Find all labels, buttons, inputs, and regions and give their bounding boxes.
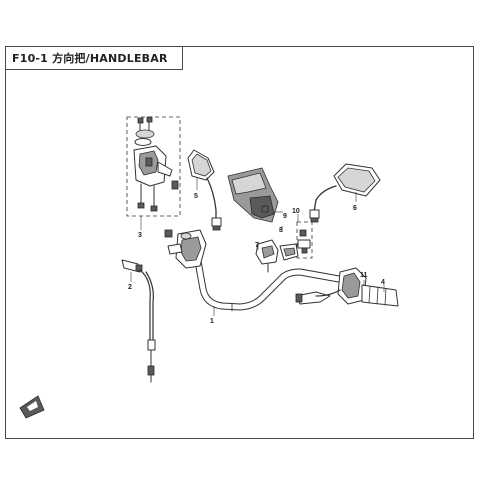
callout-7: 7 bbox=[255, 242, 259, 249]
title-box: F10-1 方向把/HANDLEBAR bbox=[5, 46, 183, 70]
right-switch-and-grip bbox=[295, 267, 399, 307]
left-switch-assembly bbox=[126, 116, 181, 226]
callout-10: 10 bbox=[292, 208, 300, 215]
callout-6: 6 bbox=[353, 205, 357, 212]
brake-switch bbox=[255, 239, 279, 273]
diagram-frame bbox=[5, 46, 474, 439]
left-mirror bbox=[187, 149, 222, 231]
left-lever-bracket bbox=[164, 229, 207, 269]
clamp-bracket bbox=[279, 221, 313, 261]
hand-guard bbox=[227, 167, 283, 223]
callout-11: 11 bbox=[360, 272, 368, 279]
page-title: F10-1 方向把/HANDLEBAR bbox=[12, 52, 168, 65]
throttle-cable bbox=[121, 259, 156, 383]
callout-5: 5 bbox=[194, 193, 198, 200]
handlebar-tube bbox=[192, 246, 354, 312]
callout-3: 3 bbox=[138, 232, 142, 239]
callout-9: 9 bbox=[283, 213, 287, 220]
callout-8: 8 bbox=[279, 227, 283, 234]
callout-2: 2 bbox=[128, 284, 132, 291]
front-direction-arrow-badge bbox=[19, 395, 45, 419]
callout-4: 4 bbox=[381, 279, 385, 286]
callout-1: 1 bbox=[210, 318, 214, 325]
right-mirror bbox=[309, 163, 381, 223]
